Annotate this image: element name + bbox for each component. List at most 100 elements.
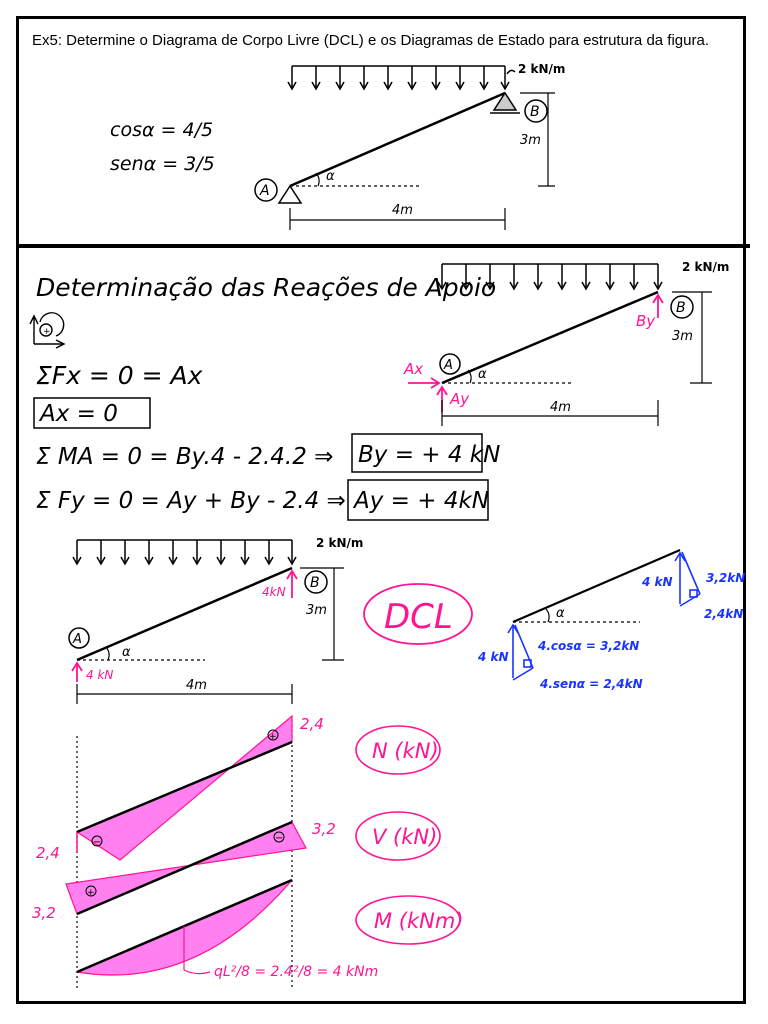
section-divider <box>16 244 750 248</box>
equation-fx: ΣFx = 0 = Ax <box>36 361 203 390</box>
n-plus-sign: + <box>269 732 277 742</box>
equation-fy: Σ Fy = 0 = Ay + By - 2.4 ⇒ <box>36 488 346 514</box>
problem-figure: 2 kN/m α A B 3m 4m cosα = 4/5 senα = 3/5 <box>110 62 565 230</box>
moment-formula: qL²/8 = 2.4²/8 = 4 kNm <box>214 964 378 980</box>
inclined-bar-decomposition <box>512 548 681 624</box>
inclined-bar-dcl <box>76 566 293 662</box>
v-right-value: 3,2 <box>312 820 336 838</box>
v-plus-sign: + <box>87 888 95 898</box>
pin-support-a-icon <box>277 184 303 204</box>
dcl-ellipse <box>363 583 473 645</box>
node-a-circle-2 <box>439 353 461 375</box>
n-ellipse <box>355 725 441 775</box>
height-label: 3m <box>520 133 541 148</box>
angle-arc-3 <box>105 646 110 661</box>
v-plus-circle <box>85 885 97 897</box>
node-b-circle-2 <box>670 295 694 319</box>
reaction-ax-label: Ax <box>403 360 423 378</box>
bending-moment-diagram <box>74 878 293 976</box>
v-minus-circle <box>273 831 285 843</box>
normal-force-diagram <box>75 714 293 861</box>
load-label-dcl: 2 kN/m <box>316 536 363 550</box>
equation-ma: Σ MA = 0 = By.4 - 2.4.2 ⇒ <box>36 444 333 470</box>
problem-statement: Ex5: Determine o Diagrama de Corpo Livre… <box>32 32 709 49</box>
cos-alpha: cosα = 4/5 <box>110 119 213 141</box>
distributed-load-dcl <box>72 539 297 566</box>
result-by: By = + 4 kN <box>358 442 500 468</box>
node-a-label-3: A <box>72 632 82 647</box>
node-a-label-2: A <box>443 358 453 373</box>
span-dimension-3 <box>76 684 293 704</box>
load-label-top: 2 kN/m <box>518 62 565 76</box>
distributed-load-top <box>287 65 516 91</box>
reaction-by-label: By <box>636 312 656 330</box>
node-a-label: A <box>259 183 270 199</box>
blue-force-a: 4 kN <box>477 650 509 664</box>
node-b-label: B <box>530 104 540 120</box>
height-dimension-2 <box>672 291 712 384</box>
component-cos-a: 4.cosα = 3,2kN <box>537 639 639 653</box>
pin-support-b-icon <box>492 91 518 111</box>
angle-alpha-2: α <box>478 367 487 382</box>
dcl-force-b: 4kN <box>262 585 286 599</box>
m-label: M (kNm) <box>374 909 464 933</box>
component-sen-a: 4.senα = 2,4kN <box>539 677 643 691</box>
span-dimension <box>289 208 506 230</box>
dcl-force-arrows <box>71 569 298 682</box>
inclined-bar-reactions <box>441 290 659 385</box>
reactions-title: Determinação das Reações de Apoio <box>36 273 496 302</box>
reaction-arrows <box>408 293 664 412</box>
blue-force-b: 4 kN <box>641 575 673 589</box>
n-minus-circle <box>91 835 103 847</box>
result-ay-box <box>347 479 489 521</box>
height-label-3: 3m <box>306 603 327 618</box>
component-b-bottom: 2,4kN <box>704 607 743 621</box>
state-diagrams: + − 2,4 2,4 N (kN) + − 3,2 3,2 V (kN) M … <box>32 714 464 990</box>
sen-alpha: senα = 3/5 <box>110 153 215 175</box>
n-right-value: 2,4 <box>300 715 324 733</box>
node-a-circle <box>254 178 278 202</box>
v-left-value: 3,2 <box>32 904 56 922</box>
span-label: 4m <box>392 203 413 218</box>
v-label: V (kN) <box>372 825 437 849</box>
inclined-bar-top <box>289 91 506 188</box>
n-minus-sign: − <box>93 837 101 848</box>
span-label-2: 4m <box>550 400 571 415</box>
angle-alpha-3: α <box>122 645 131 660</box>
n-label: N (kN) <box>372 739 439 763</box>
span-dimension-2 <box>441 400 659 426</box>
dcl-label: DCL <box>384 597 453 637</box>
sign-convention-icon <box>29 312 66 349</box>
angle-arc-4 <box>545 608 550 623</box>
n-left-value: 2,4 <box>36 844 60 862</box>
component-b-top: 3,2kN <box>706 571 745 585</box>
angle-alpha-4: α <box>556 606 565 621</box>
distributed-load-reactions <box>437 263 663 291</box>
node-b-label-2: B <box>676 300 686 316</box>
load-label-reactions: 2 kN/m <box>682 260 729 274</box>
result-ax-box <box>33 397 151 429</box>
angle-arc-2 <box>467 369 472 384</box>
v-minus-sign: − <box>275 833 283 844</box>
dcl-section: 2 kN/m α A B 4 kN 4kN 3m 4m DCL <box>68 536 745 704</box>
node-a-circle-3 <box>68 627 90 649</box>
page-frame <box>16 16 746 1004</box>
dcl-force-a: 4 kN <box>86 668 113 682</box>
node-b-circle <box>524 99 548 123</box>
v-ellipse <box>355 811 441 861</box>
height-dimension-3 <box>300 567 344 661</box>
m-ellipse <box>355 895 461 945</box>
result-by-box <box>351 433 483 473</box>
angle-arc <box>315 172 320 187</box>
sign-plus: + <box>43 327 51 337</box>
span-label-3: 4m <box>186 678 207 693</box>
n-plus-circle <box>267 729 279 741</box>
node-b-label-3: B <box>310 575 320 591</box>
shear-force-diagram <box>65 820 307 916</box>
result-ax: Ax = 0 <box>38 401 118 427</box>
reaction-ay-label: Ay <box>449 390 470 408</box>
angle-alpha: α <box>326 169 335 184</box>
blue-components <box>507 551 701 681</box>
node-b-circle-3 <box>304 570 328 594</box>
